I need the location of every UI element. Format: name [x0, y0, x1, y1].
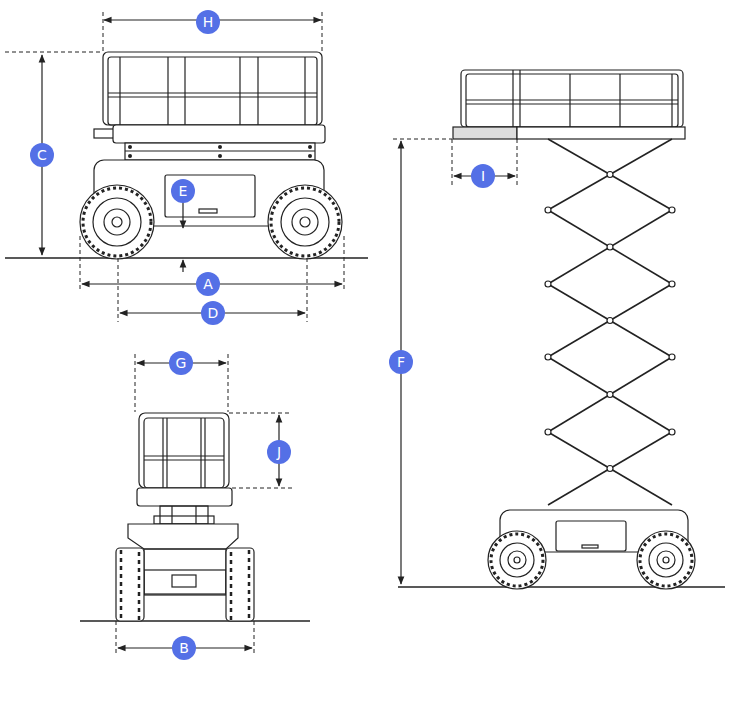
- pivot-pin: [607, 392, 613, 398]
- callout-letter: F: [389, 350, 413, 374]
- pivot-pin: [545, 429, 551, 435]
- callout-letter: C: [30, 143, 54, 167]
- scissor-arm: [548, 139, 672, 210]
- pivot-pin: [607, 466, 613, 472]
- pivot-pin: [669, 207, 675, 213]
- pivot-pin: [545, 354, 551, 360]
- callout-letter: A: [196, 272, 220, 296]
- pivot-pin: [545, 281, 551, 287]
- scissor-arm: [548, 432, 672, 505]
- scissor-arm: [548, 284, 672, 357]
- pivot-pin: [607, 172, 613, 178]
- callout-letter: H: [196, 10, 220, 34]
- callout-letter: G: [169, 351, 193, 375]
- pivot-pin: [669, 354, 675, 360]
- callout-letter: I: [471, 164, 495, 188]
- scissor-arm: [548, 357, 672, 432]
- pivot-pin: [607, 244, 613, 250]
- scissor-arm: [548, 210, 672, 284]
- scissor-arm: [548, 139, 672, 210]
- scissor-arm: [548, 210, 672, 284]
- pivot-pin: [669, 281, 675, 287]
- scissor-arm: [548, 432, 672, 505]
- pivot-pin: [607, 318, 613, 324]
- callout-letter: B: [172, 636, 196, 660]
- scissor-arm: [548, 284, 672, 357]
- pivot-pin: [545, 207, 551, 213]
- callout-letter: J: [267, 440, 291, 464]
- callout-letter: E: [171, 179, 195, 203]
- scissor-arm: [548, 357, 672, 432]
- pivot-pin: [669, 429, 675, 435]
- callout-letter: D: [201, 301, 225, 325]
